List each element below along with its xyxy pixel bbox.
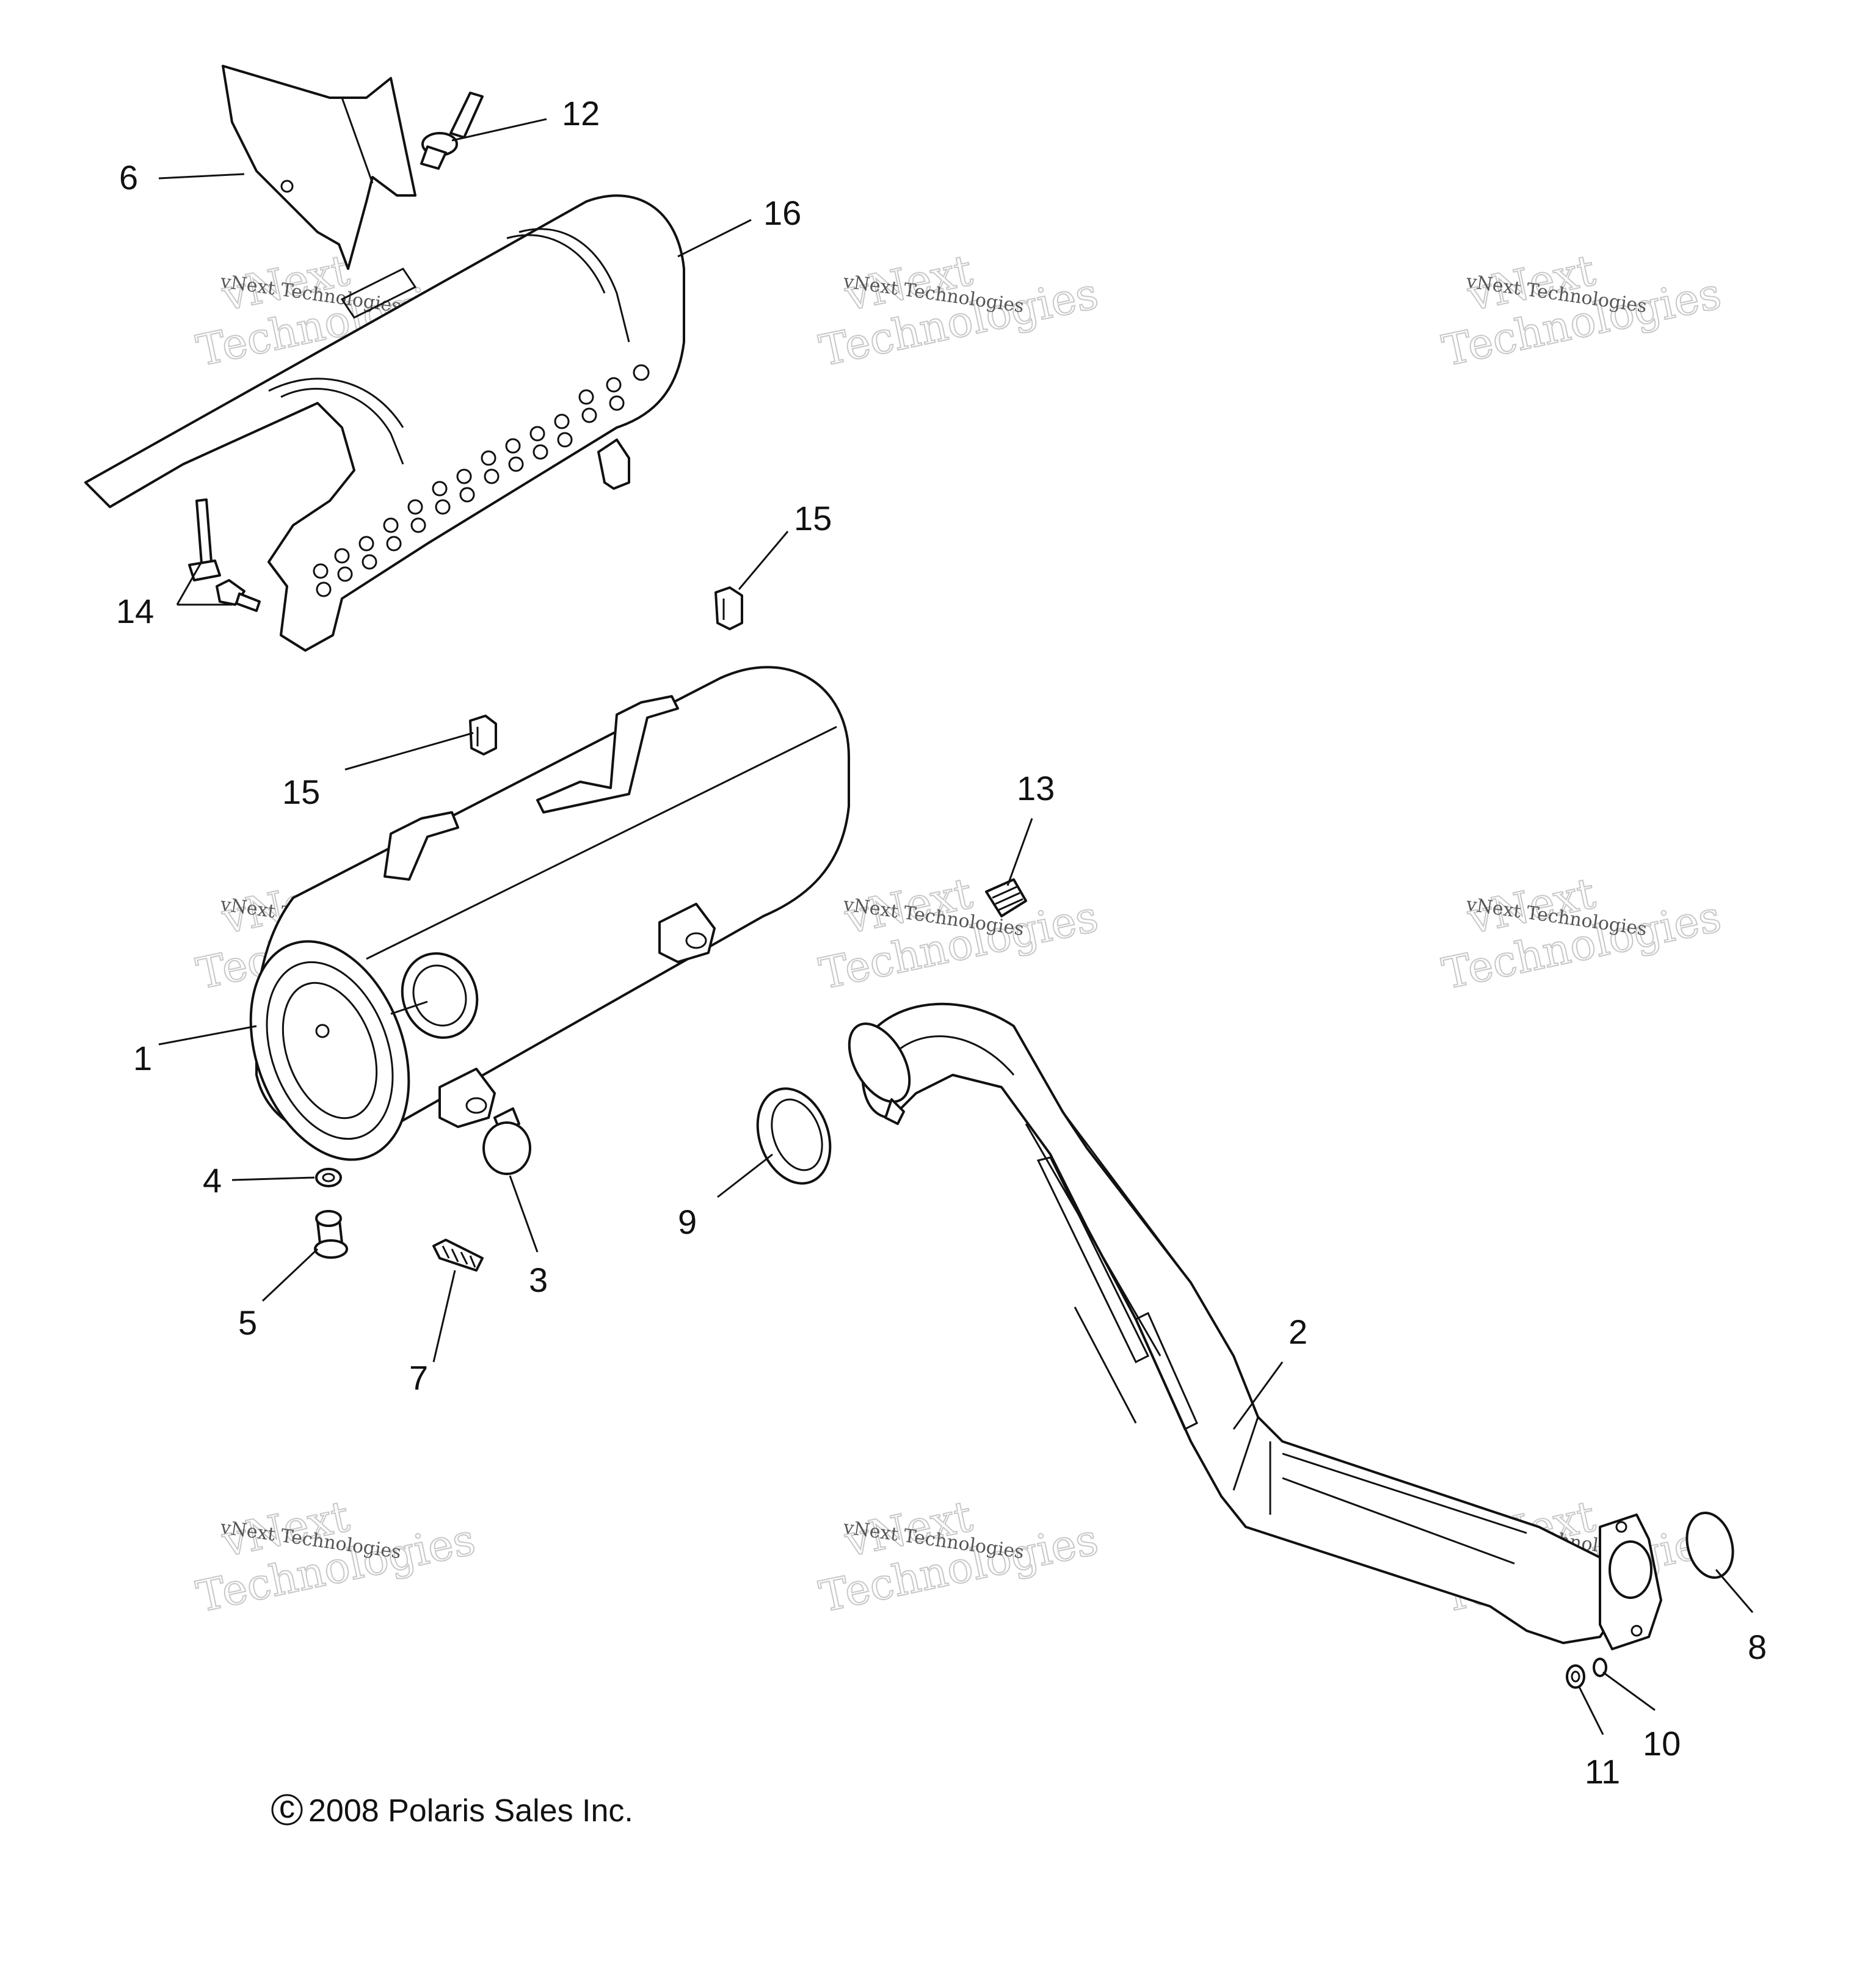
- muffler-part: [249, 666, 850, 1161]
- leader-line: [451, 118, 547, 142]
- shield-perforations: [313, 364, 650, 597]
- plug-part: [482, 1107, 531, 1175]
- leader-line: [1715, 1569, 1754, 1613]
- copyright-text: 2008 Polaris Sales Inc.: [308, 1793, 633, 1829]
- callout-9: 9: [678, 1203, 697, 1241]
- gasket-part: [756, 1087, 832, 1185]
- leader-line: [158, 173, 245, 180]
- nut-part: [315, 1168, 342, 1187]
- leader-line: [677, 219, 752, 258]
- exhaust-gasket-part: [1685, 1512, 1734, 1579]
- washer-part: [1593, 1658, 1607, 1677]
- callout-15-lower: 15: [282, 773, 320, 811]
- nut-part: [1566, 1664, 1585, 1689]
- callout-8: 8: [1748, 1628, 1767, 1666]
- callout-2: 2: [1289, 1313, 1307, 1351]
- bolt-part: [216, 579, 261, 612]
- leader-line: [1006, 818, 1033, 886]
- clip-part: [714, 586, 743, 630]
- leader-line: [1232, 1361, 1284, 1430]
- leader-line: [344, 732, 474, 771]
- leader-line: [231, 1176, 315, 1181]
- callout-4: 4: [203, 1161, 222, 1200]
- callout-16: 16: [763, 194, 801, 232]
- callout-13: 13: [1017, 769, 1055, 807]
- leader-line: [176, 561, 203, 605]
- leader-line: [717, 1153, 773, 1198]
- copyright-notice: c 2008 Polaris Sales Inc.: [271, 1790, 633, 1829]
- copyright-icon: [271, 1794, 303, 1826]
- callout-5: 5: [238, 1303, 257, 1342]
- spring-part: [432, 1239, 484, 1272]
- callout-10: 10: [1643, 1724, 1681, 1763]
- push-rivet-part: [420, 92, 484, 170]
- leader-line: [738, 531, 789, 590]
- bolt-part: [188, 498, 221, 581]
- leader-line: [158, 1025, 257, 1046]
- callout-15-upper: 15: [794, 499, 832, 537]
- stud-part: [314, 1210, 348, 1259]
- callout-7: 7: [409, 1358, 428, 1397]
- spring-part: [985, 878, 1027, 917]
- callout-6: 6: [119, 158, 138, 197]
- leader-line: [1602, 1671, 1656, 1711]
- head-pipe-part: [848, 1002, 1662, 1650]
- copyright-symbol: c: [279, 1790, 295, 1825]
- muffler-heat-shield-part: [84, 194, 685, 652]
- callout-1: 1: [133, 1039, 152, 1077]
- heat-deflector-part: [222, 65, 416, 270]
- leader-lines: [158, 118, 1754, 1735]
- leader-line: [261, 1248, 319, 1302]
- leader-line: [1577, 1685, 1604, 1735]
- leader-line: [509, 1175, 539, 1253]
- callout-11: 11: [1585, 1752, 1620, 1791]
- callout-14: 14: [116, 592, 154, 630]
- callout-3: 3: [529, 1261, 548, 1299]
- leader-line: [432, 1270, 456, 1363]
- callout-12: 12: [562, 94, 600, 133]
- callouts: 6 12 16 14 15 15 13 1 4 9 3 5 7 2 8 10 1…: [116, 94, 1767, 1791]
- clip-part: [469, 715, 497, 756]
